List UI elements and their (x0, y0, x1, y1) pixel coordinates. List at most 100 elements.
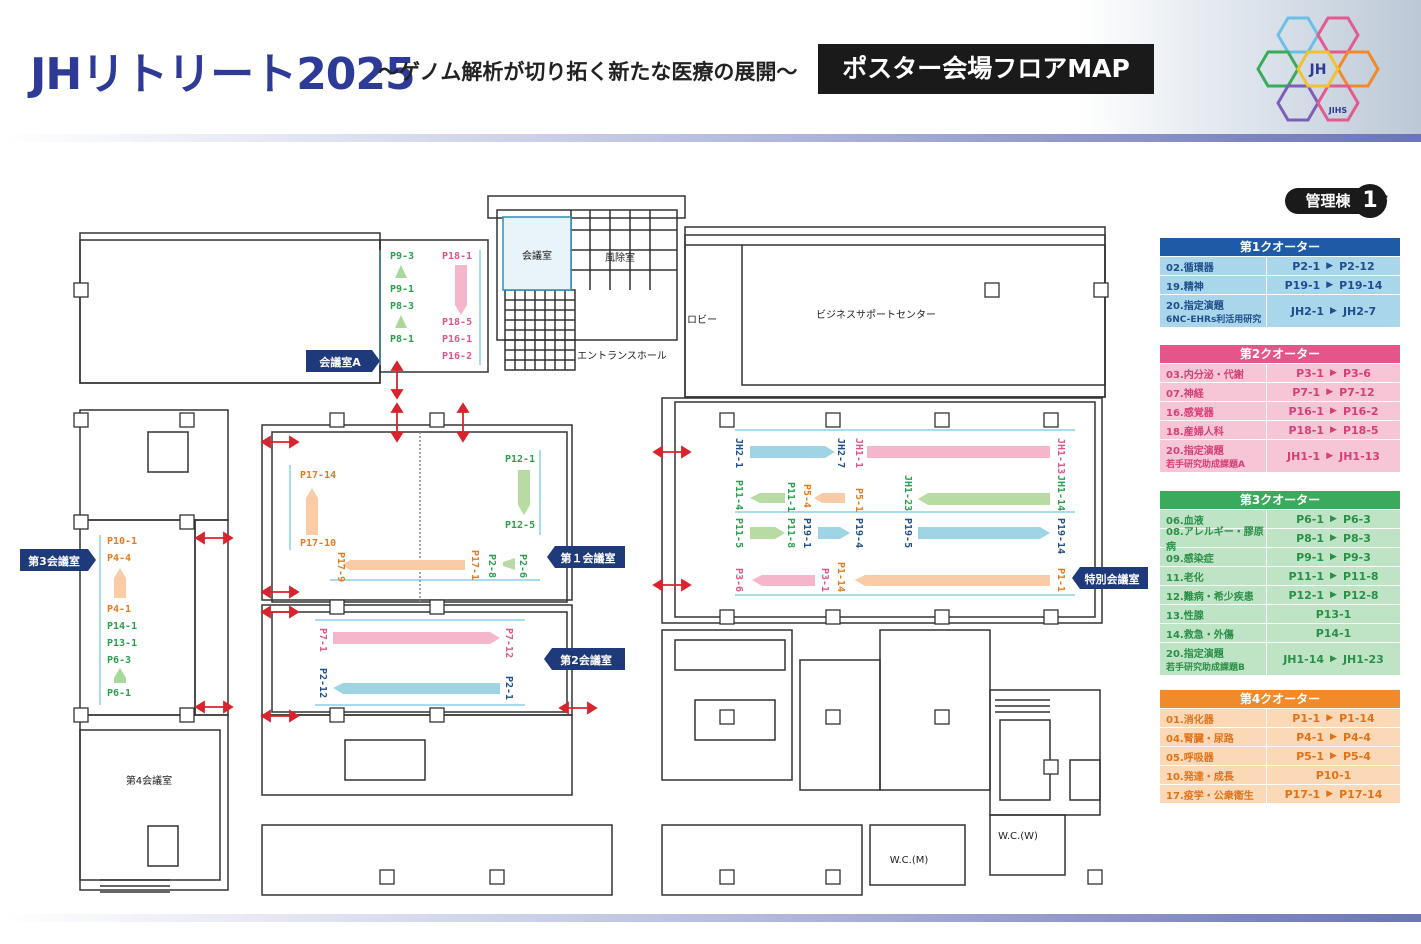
tag-room-3-label: 第3会議室 (28, 554, 80, 568)
legend-category: 01.消化器 (1160, 709, 1266, 727)
room-entrance: エントランスホール (577, 350, 667, 362)
legend-category: 20.指定演題若手研究助成課題A (1160, 440, 1266, 472)
tag-room-3: 第3会議室 (20, 549, 96, 571)
legend-range-to: P6-3 (1342, 512, 1371, 526)
play-arrow-icon: ▶ (1326, 261, 1334, 271)
booth-p8-3: P8-3 (390, 301, 414, 312)
booth-p17-9: P17-9 (335, 552, 346, 582)
legend-quarter-title: 第1クオーター (1160, 238, 1400, 256)
header: JHリトリート2025 〜ゲノム解析が切り拓く新たな医療の展開〜 ポスター会場フ… (0, 0, 1421, 134)
legend-range-from: P19-1 (1284, 278, 1321, 292)
legend-range-to: P7-12 (1339, 385, 1375, 399)
booth-p5-1: P5-1 (853, 488, 864, 512)
booth-p6-1: P6-1 (107, 688, 131, 699)
organization-logo: JH JIHS (1256, 16, 1380, 122)
floor-number: 1 (1353, 184, 1387, 218)
legend-range-to: P11-8 (1342, 569, 1379, 583)
legend-range-from: P3-1 (1296, 366, 1325, 380)
legend-range-from: P16-1 (1288, 404, 1325, 418)
booth-p1-1: P1-1 (1055, 568, 1066, 592)
booth-p17-10: P17-10 (300, 538, 336, 549)
legend-range: JH1-14▶JH1-23 (1266, 643, 1400, 675)
legend-category-text: 08.アレルギー・膠原病 (1166, 527, 1264, 553)
map-title: ポスター会場フロアMAP (818, 44, 1154, 94)
legend-category-text: 06.血液 (1166, 515, 1204, 527)
legend-category-line1: 20.指定演題 (1166, 649, 1224, 660)
booth-jh1-13: JH1-13 (1055, 438, 1066, 474)
legend-range: P7-1▶P7-12 (1266, 383, 1400, 401)
booth-p10-1: P10-1 (107, 536, 137, 547)
legend-range: P11-1▶P11-8 (1266, 567, 1400, 585)
legend-category: 10.発達・成長 (1160, 766, 1266, 784)
legend-category: 03.内分泌・代謝 (1160, 364, 1266, 382)
logo-subtext: JIHS (1328, 106, 1348, 115)
legend-category-text: 13.性腺 (1166, 610, 1204, 622)
room-fujo: 風除室 (605, 251, 635, 264)
meeting-room-top (502, 216, 572, 291)
booth-p6-3: P6-3 (107, 655, 131, 666)
legend-range-from: P8-1 (1296, 531, 1325, 545)
legend-range-to: P16-2 (1342, 404, 1379, 418)
legend-category-text: 05.呼吸器 (1166, 752, 1214, 764)
legend-range-from: JH1-14 (1283, 652, 1325, 666)
room-wc-w: W.C.(W) (998, 831, 1038, 842)
tag-room-2-label: 第2会議室 (560, 653, 612, 667)
legend-row: 07.神経 P7-1▶P7-12 (1160, 382, 1400, 401)
room-business: ビジネスサポートセンター (816, 309, 936, 321)
legend-range-from: P18-1 (1288, 423, 1325, 437)
play-arrow-icon: ▶ (1330, 406, 1337, 416)
legend-category-text: 10.発達・成長 (1166, 771, 1234, 783)
legend-range: JH1-1▶JH1-13 (1266, 440, 1400, 472)
legend-range: P3-1▶P3-6 (1266, 364, 1400, 382)
legend-range: P13-1 (1266, 605, 1400, 623)
booth-jh2-7: JH2-7 (835, 438, 846, 468)
legend-category-text: 07.神経 (1166, 388, 1204, 400)
legend-range: P2-1▶P2-12 (1266, 257, 1400, 275)
booth-p7-12: P7-12 (503, 628, 514, 658)
booth-jh2-1: JH2-1 (733, 438, 744, 468)
booth-p11-1: P11-1 (785, 482, 796, 512)
legend-range-single: P14-1 (1315, 626, 1352, 640)
legend-range: JH2-1▶JH2-7 (1266, 295, 1400, 327)
legend-category: 09.感染症 (1160, 548, 1266, 566)
play-arrow-icon: ▶ (1326, 789, 1334, 799)
event-subtitle: 〜ゲノム解析が切り拓く新たな医療の展開〜 (378, 60, 798, 84)
booth-p12-1: P12-1 (505, 454, 535, 465)
tag-room-special-label: 特別会議室 (1085, 572, 1140, 586)
play-arrow-icon: ▶ (1326, 280, 1334, 290)
legend-range: P17-1▶P17-14 (1266, 785, 1400, 803)
legend-range-from: JH1-1 (1287, 449, 1321, 463)
booth-p11-8: P11-8 (785, 518, 796, 548)
booth-jh1-1: JH1-1 (853, 438, 864, 468)
tag-room-1: 第１会議室 (547, 546, 625, 568)
legend-range-to: P5-4 (1342, 749, 1371, 763)
legend-range-from: P12-1 (1288, 588, 1325, 602)
legend-range-from: P1-1 (1292, 711, 1321, 725)
room-tags: 会議室A 第１会議室 第2会議室 第3会議室 特別会議室 (20, 350, 1148, 670)
legend-range-single: P13-1 (1315, 607, 1352, 621)
booth-p18-5: P18-5 (442, 317, 472, 328)
legend-quarter-title: 第4クオーター (1160, 690, 1400, 708)
booth-p2-8: P2-8 (486, 554, 497, 578)
play-arrow-icon: ▶ (1330, 552, 1337, 562)
legend-range: P18-1▶P18-5 (1266, 421, 1400, 439)
header-divider (0, 134, 1421, 142)
legend-range-from: P5-1 (1296, 749, 1325, 763)
booth-p5-4: P5-4 (801, 484, 812, 508)
booth-p19-5: P19-5 (902, 518, 913, 548)
play-arrow-icon: ▶ (1330, 306, 1337, 316)
legend-range: P19-1▶P19-14 (1266, 276, 1400, 294)
